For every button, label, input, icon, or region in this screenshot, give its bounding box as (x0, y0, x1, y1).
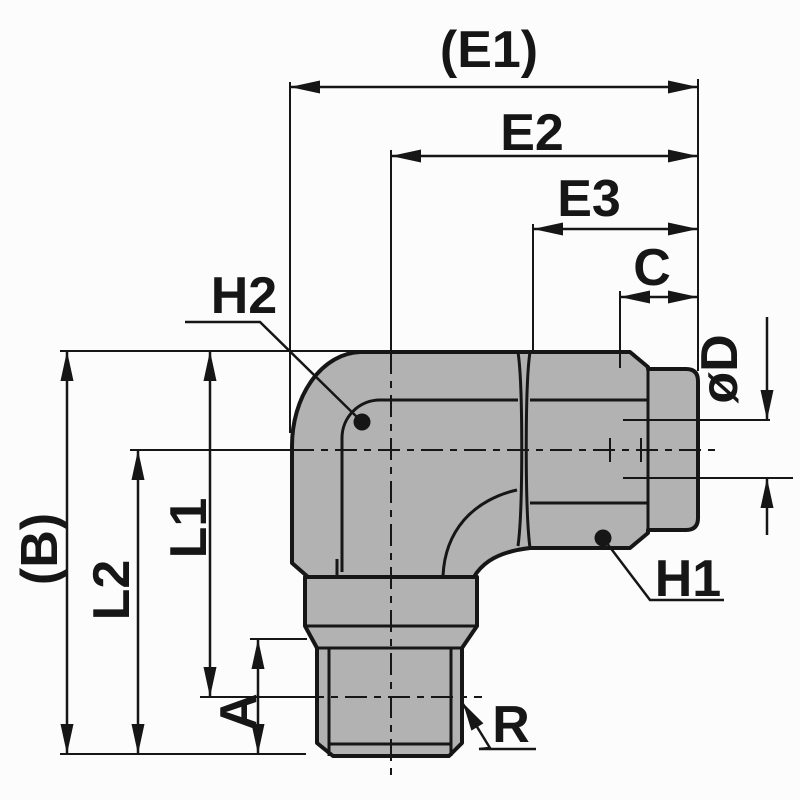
dim-label-od: øD (691, 334, 749, 403)
dimension-l2: L2 (83, 450, 145, 754)
callout-h1: H1 (594, 529, 724, 608)
arrowhead (760, 478, 774, 508)
dim-label-a: A (210, 693, 268, 731)
callout-r: R (461, 696, 536, 754)
dim-label-e3: E3 (557, 170, 621, 228)
dimension-a: A (210, 639, 268, 754)
arrowhead (131, 724, 145, 754)
arrowhead (251, 639, 265, 669)
arrowhead (391, 149, 421, 163)
arrowhead (668, 149, 698, 163)
dim-label-e1: (E1) (440, 21, 538, 79)
arrowhead (203, 667, 217, 697)
arrowhead (620, 290, 650, 304)
arrowhead (668, 290, 698, 304)
body-inner-fillet (441, 488, 518, 577)
dimension-c: C (620, 239, 698, 304)
callout-label-h2: H2 (211, 267, 277, 325)
dim-label-l1: L1 (160, 498, 218, 559)
arrowhead (668, 80, 698, 94)
centerlines (292, 352, 722, 782)
arrowhead (60, 351, 74, 381)
dimension-e2: E2 (391, 104, 698, 163)
callout-label-r: R (492, 696, 530, 754)
dimension-e1: (E1) (290, 21, 698, 94)
leader-arrowhead-r (463, 703, 484, 731)
arrowhead (290, 80, 320, 94)
dimension-od: øD (691, 317, 774, 535)
leader-line-h1 (602, 537, 724, 602)
neck-left-edge (516, 351, 524, 547)
dimension-b: (B) (11, 351, 74, 754)
dim-label-b: (B) (11, 513, 69, 585)
dim-label-e2: E2 (500, 104, 564, 162)
arrowhead (203, 351, 217, 381)
dimension-l1: L1 (160, 351, 218, 697)
dimension-e3: E3 (533, 170, 698, 236)
dim-label-l2: L2 (83, 560, 141, 621)
arrowhead (533, 222, 563, 236)
elbow-body (290, 350, 700, 579)
neck-right-edge (524, 351, 532, 549)
dim-label-c: C (633, 239, 671, 297)
arrowhead (251, 724, 265, 754)
leader-line-h2 (185, 320, 363, 423)
arrowhead (131, 450, 145, 480)
arrowhead (60, 724, 74, 754)
callout-h2: H2 (185, 267, 371, 431)
callout-label-h1: H1 (655, 550, 721, 608)
arrowhead (760, 390, 774, 420)
body-inner-corner-arc (340, 398, 381, 439)
arrowhead (668, 222, 698, 236)
